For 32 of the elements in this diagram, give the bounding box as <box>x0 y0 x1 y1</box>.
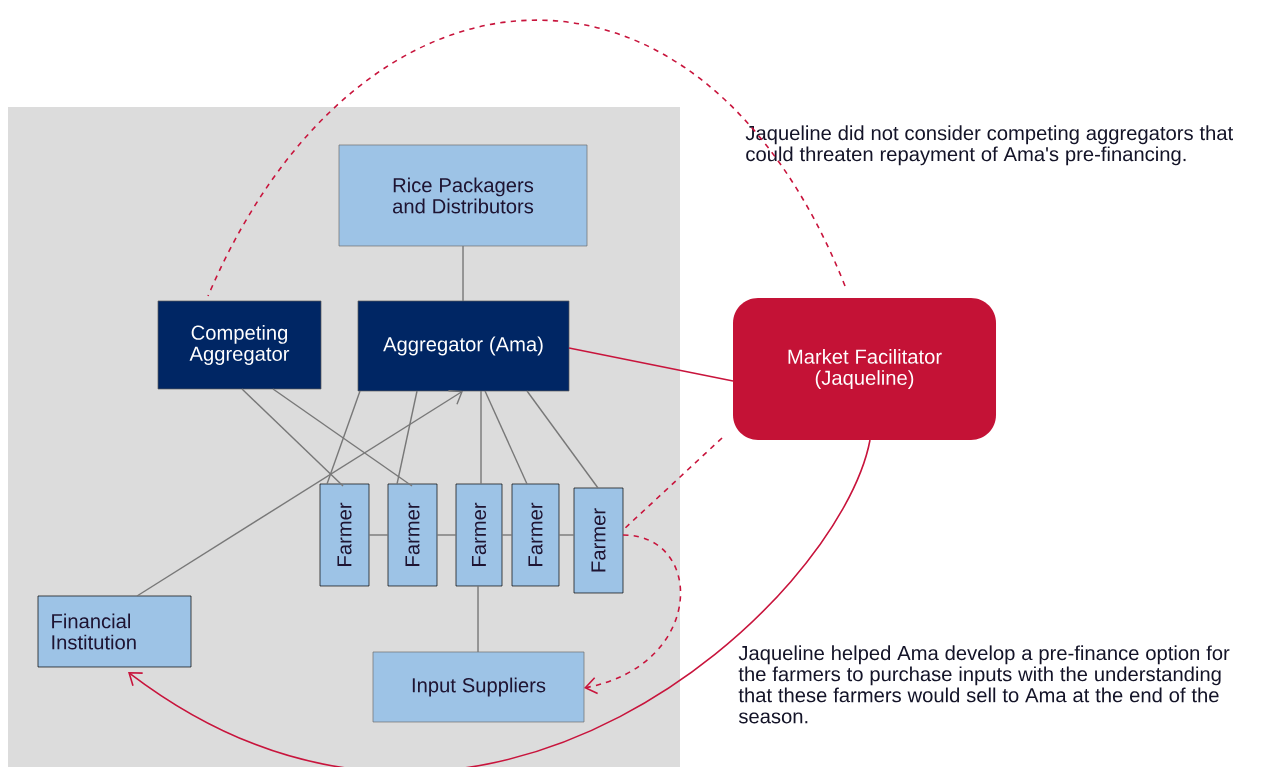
farmer-box: Farmer <box>387 483 438 587</box>
connector-line <box>526 390 599 489</box>
connector-line <box>272 388 413 487</box>
process-box: Financial Institution <box>37 595 192 668</box>
connector-line <box>622 437 723 531</box>
connector-line <box>436 534 457 536</box>
connector-line <box>568 347 734 382</box>
farmer-box: Farmer <box>573 487 624 594</box>
aggregator-box: Competing Aggregator <box>157 300 322 390</box>
process-box: Input Suppliers <box>372 651 585 723</box>
connector-line <box>368 534 389 536</box>
connector-line <box>558 534 575 536</box>
connector-line <box>396 390 418 485</box>
annotation-text: Jaqueline did not consider competing aggregators that could threaten repayment of Ama's pre-financing. <box>745 125 1233 166</box>
connector-line <box>462 245 464 302</box>
connector-line <box>501 534 513 536</box>
facilitator-box: Market Facilitator (Jaqueline) <box>733 298 996 440</box>
farmer-box: Farmer <box>455 483 503 587</box>
connector-line <box>207 19 846 297</box>
connector-line <box>480 390 482 485</box>
connector-line <box>326 390 361 485</box>
connector-line <box>484 390 528 485</box>
arrow <box>128 439 871 767</box>
farmer-box: Farmer <box>511 483 560 587</box>
arrow <box>136 390 463 597</box>
annotation-text: Jaqueline helped Ama develop a pre-finance option for the farmers to purchase inputs with the understanding that these farmers would sell to Ama at the end of the season. <box>738 645 1230 724</box>
arrow <box>584 534 681 695</box>
connector-line <box>477 585 479 653</box>
connector-line <box>241 388 344 487</box>
process-box: Rice Packagers and Distributors <box>338 144 588 247</box>
aggregator-box: Aggregator (Ama) <box>357 300 570 392</box>
farmer-box: Farmer <box>319 483 370 587</box>
